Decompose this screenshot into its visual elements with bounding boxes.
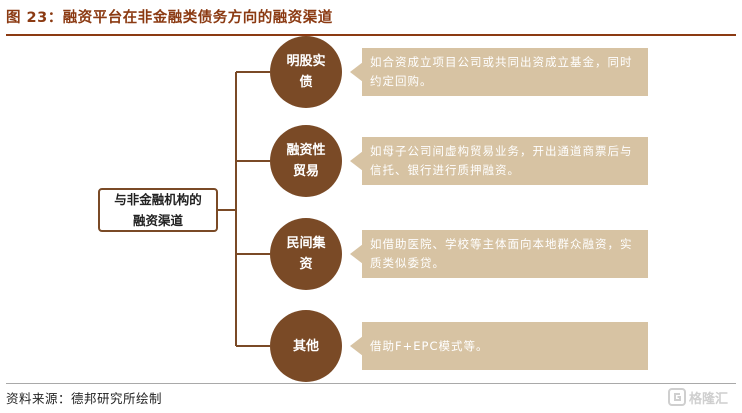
branch-pointer bbox=[350, 62, 363, 82]
root-node-label: 与非金融机构的融资渠道 bbox=[114, 192, 202, 228]
branch-node-private-fundraising: 民间集资 bbox=[270, 218, 342, 290]
watermark-text: 格隆汇 bbox=[689, 391, 729, 407]
branch-description: 如母子公司间虚构贸易业务，开出通道商票后与信托、银行进行质押融资。 bbox=[370, 144, 633, 177]
branch-description-box: 如母子公司间虚构贸易业务，开出通道商票后与信托、银行进行质押融资。 bbox=[362, 137, 648, 185]
watermark: 格隆汇 bbox=[668, 386, 728, 408]
root-node: 与非金融机构的融资渠道 bbox=[98, 188, 218, 232]
branch-pointer bbox=[350, 336, 363, 356]
branch-node-label: 融资性贸易 bbox=[286, 143, 326, 179]
branch-description-box: 如合资成立项目公司或共同出资成立基金，同时约定回购。 bbox=[362, 48, 648, 96]
branch-node-label: 明股实债 bbox=[286, 54, 326, 90]
branch-pointer bbox=[350, 244, 363, 264]
figure-title: 图 23：融资平台在非金融类债务方向的融资渠道 bbox=[6, 10, 333, 26]
branch-description: 借助F+EPC模式等。 bbox=[370, 338, 489, 353]
branch-description-box: 借助F+EPC模式等。 bbox=[362, 322, 648, 370]
branch-node-label: 民间集资 bbox=[286, 236, 326, 272]
watermark-logo-icon bbox=[668, 388, 686, 406]
branch-node-label: 其他 bbox=[292, 338, 319, 354]
branch-description: 如合资成立项目公司或共同出资成立基金，同时约定回购。 bbox=[370, 55, 633, 88]
source-divider bbox=[6, 383, 736, 384]
branch-node-other: 其他 bbox=[270, 310, 342, 382]
branch-node-equity-debt: 明股实债 bbox=[270, 36, 342, 108]
branch-description: 如借助医院、学校等主体面向本地群众融资，实质类似委贷。 bbox=[370, 237, 633, 270]
branch-pointer bbox=[350, 151, 363, 171]
title-divider bbox=[6, 34, 736, 36]
branch-description-box: 如借助医院、学校等主体面向本地群众融资，实质类似委贷。 bbox=[362, 230, 648, 278]
branch-node-financing-trade: 融资性贸易 bbox=[270, 125, 342, 197]
source-note: 资料来源：德邦研究所绘制 bbox=[6, 391, 163, 406]
